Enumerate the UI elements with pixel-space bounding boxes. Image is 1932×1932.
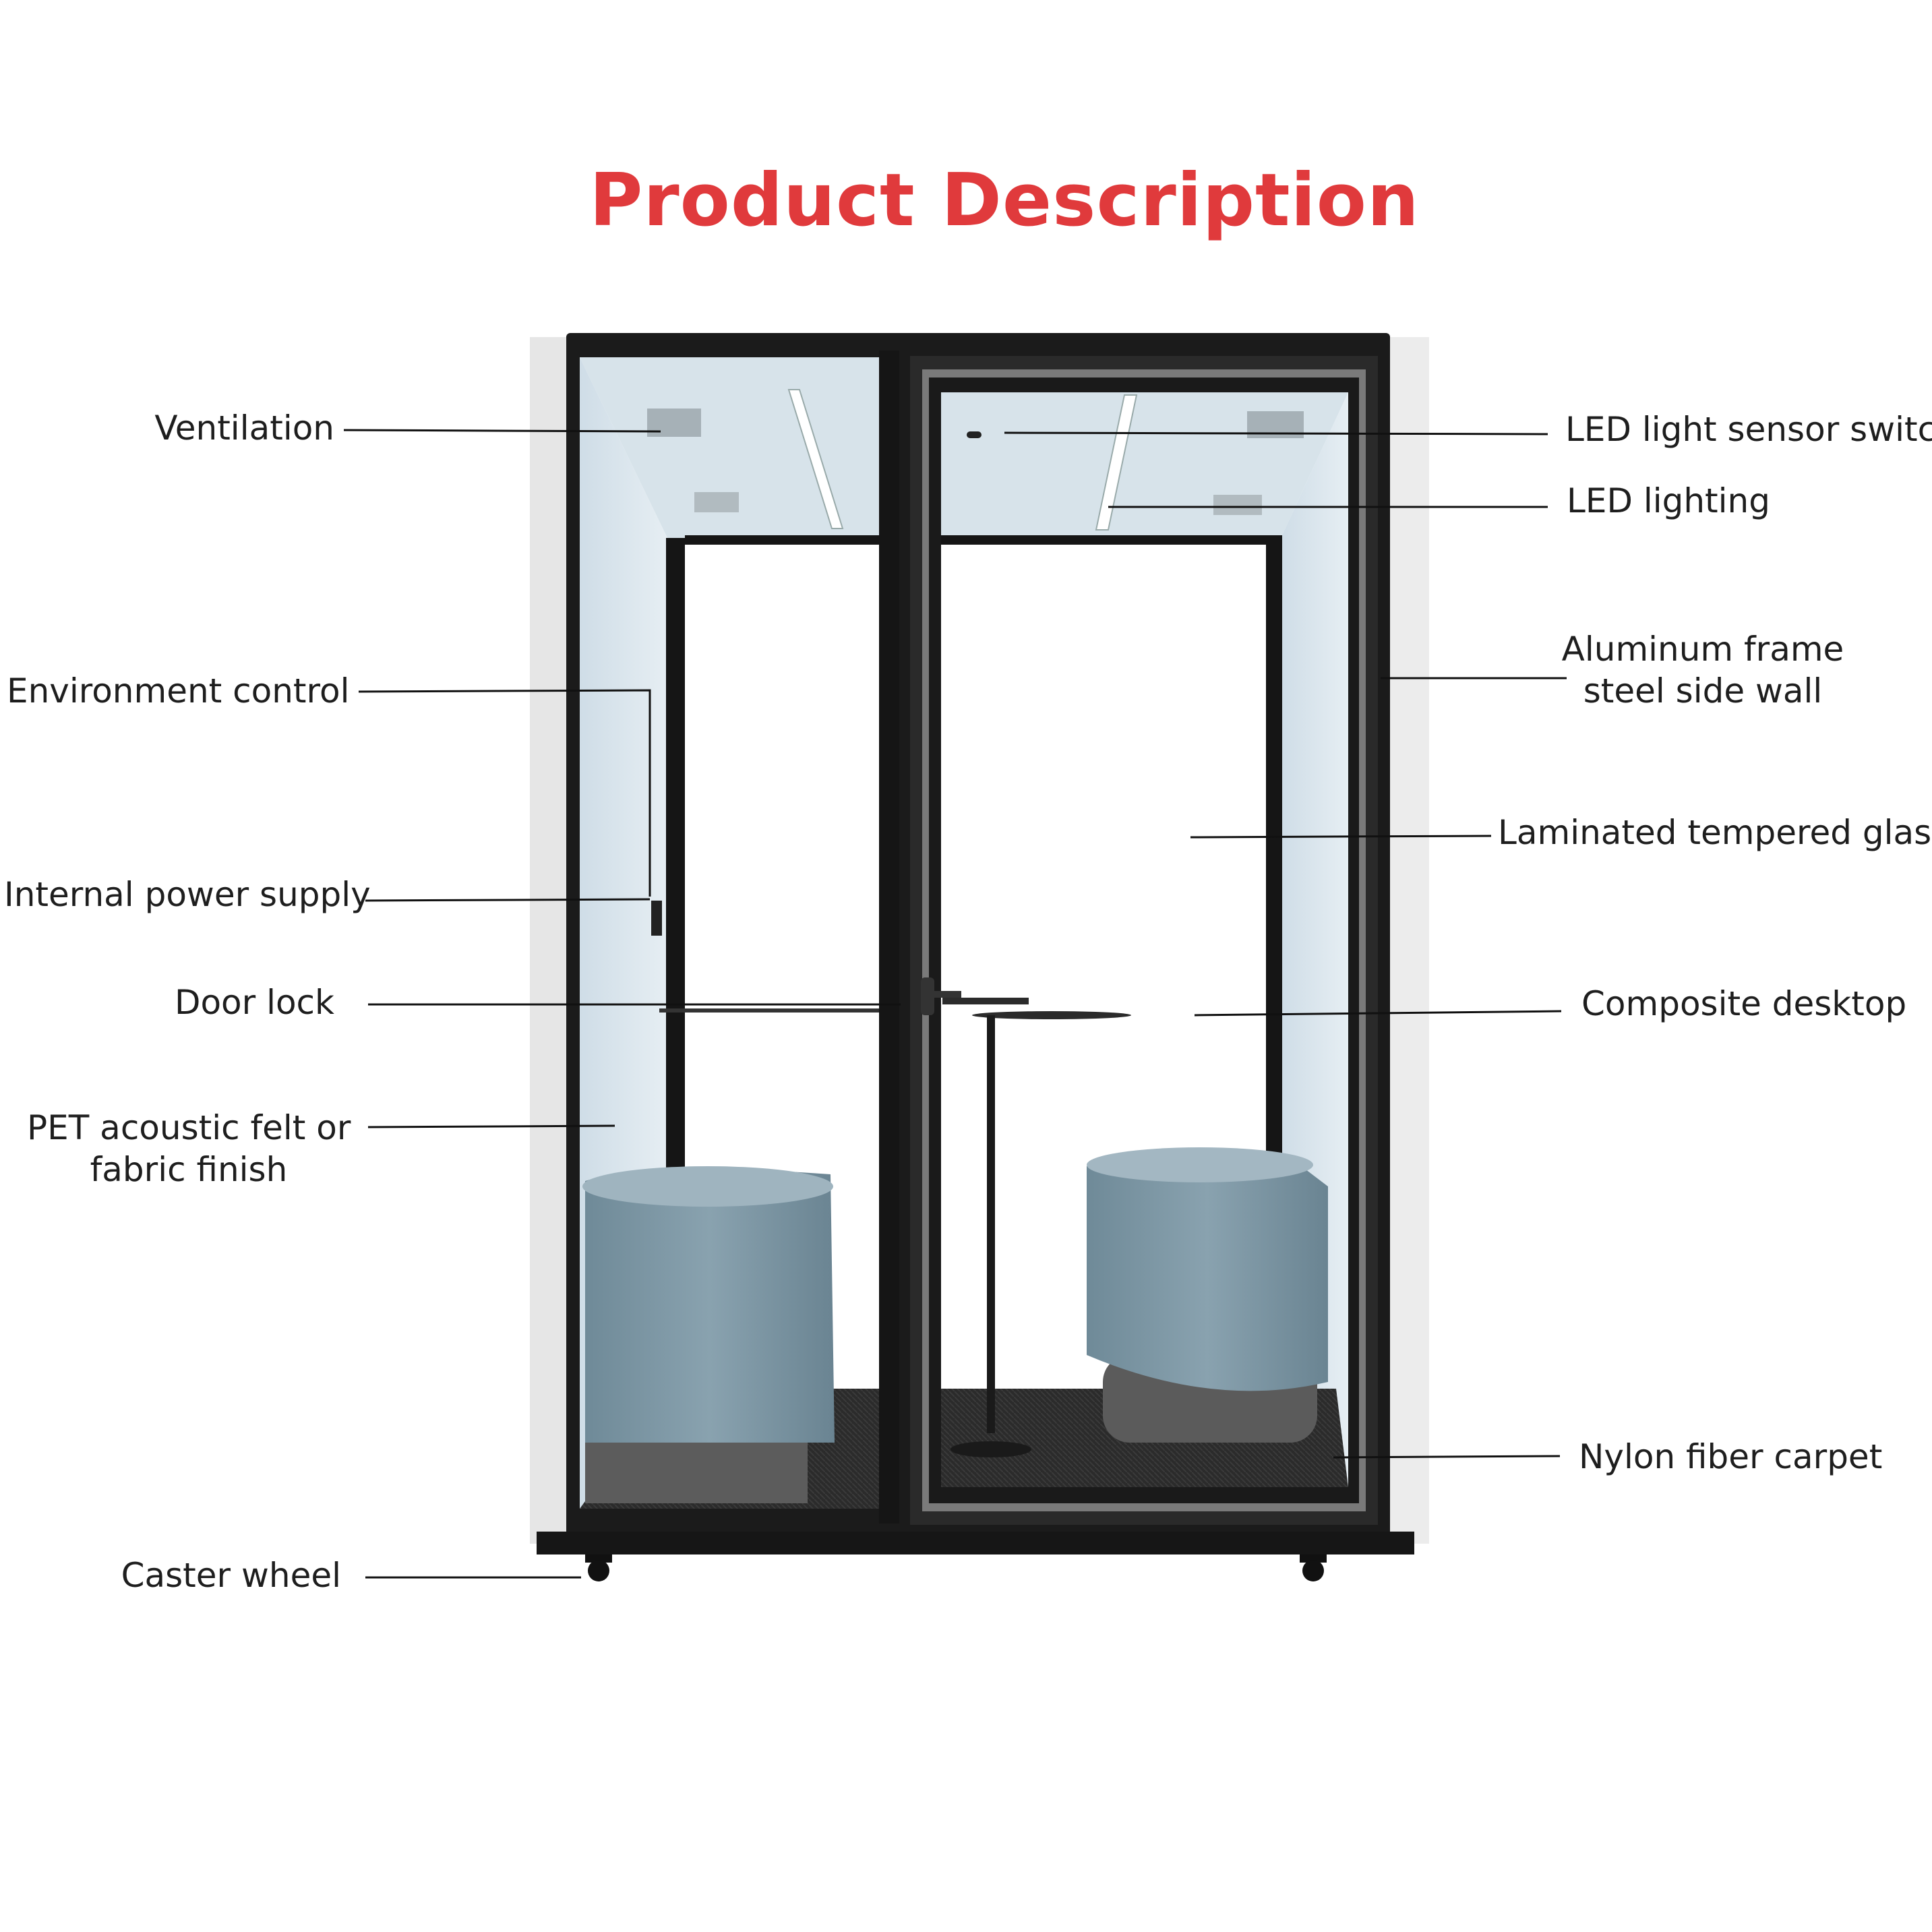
callout-aluminum-frame: Aluminum frame steel side wall [1548,628,1858,712]
leader-pet-acoustic [367,1124,615,1128]
callout-door-lock: Door lock [174,983,334,1022]
caster-wheel-icon [585,1554,1327,1581]
leader-nylon-carpet [1333,1455,1561,1459]
callout-laminated-tempered-glass: Laminated tempered glass [1498,813,1932,852]
callout-pet-acoustic-line-2: fabric finish [90,1150,288,1189]
leader-environment-control [358,689,651,897]
callout-pet-acoustic: PET acoustic felt or fabric finish [27,1107,351,1190]
leader-led-sensor-switch [1004,431,1548,435]
right-seat [1087,1147,1328,1443]
leader-internal-power-supply [365,898,651,902]
callout-aluminum-frame-line-1: Aluminum frame [1561,630,1844,669]
left-ceiling [580,357,879,538]
leader-ventilation [343,429,661,433]
leader-composite-desktop [1194,1010,1562,1017]
callout-nylon-fiber-carpet: Nylon fiber carpet [1579,1437,1883,1476]
callout-internal-power-supply: Internal power supply [4,875,371,914]
callout-composite-desktop: Composite desktop [1581,984,1907,1023]
leader-lines [343,429,1567,1579]
callout-pet-acoustic-line-1: PET acoustic felt or [27,1108,351,1147]
ventilation-grille-icon [647,409,701,437]
right-side-wall [1389,337,1429,1544]
page-title: Product Description [589,158,1420,243]
callout-ventilation: Ventilation [154,409,334,448]
led-sensor-switch-icon [967,431,982,438]
callout-led-light-sensor-switch: LED light sensor switch [1565,410,1932,449]
base-plinth [537,1532,1414,1554]
right-led-strip [1095,394,1138,531]
leader-laminated-glass [1190,835,1492,839]
callout-led-lighting: LED lighting [1567,481,1770,520]
center-post [879,351,899,1523]
callout-caster-wheel: Caster wheel [121,1556,341,1595]
led-strip [787,389,844,529]
left-compartment [580,357,879,1509]
power-supply-icon [651,901,662,936]
callout-aluminum-frame-line-2: steel side wall [1583,671,1823,711]
left-seat [582,1166,835,1503]
composite-desktop [942,998,1131,1457]
callout-environment-control: Environment control [7,671,350,711]
glass-door [910,356,1378,1525]
left-desk-edge [659,1008,879,1013]
left-side-wall [530,337,566,1544]
